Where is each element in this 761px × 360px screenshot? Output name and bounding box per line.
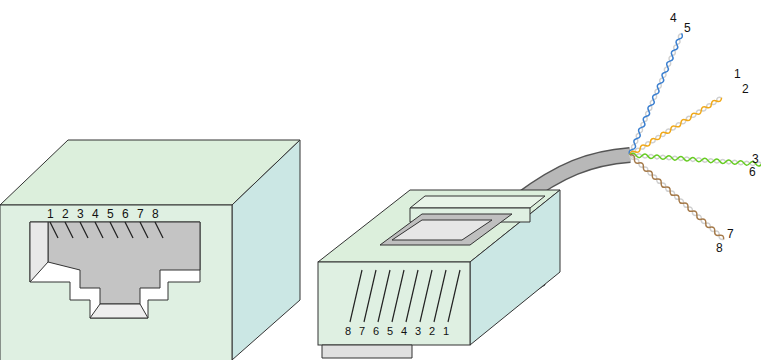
twisted-pairs: [628, 33, 761, 241]
plug-pin-number: 1: [443, 326, 449, 337]
plug-pin-number: 3: [415, 326, 421, 337]
wire-number: 4: [670, 12, 677, 24]
jack-pin-number: 8: [152, 208, 159, 220]
jack-pin-number: 5: [107, 208, 114, 220]
plug-pin-number: 2: [429, 326, 435, 337]
wire-number: 6: [749, 166, 756, 178]
rj45-plug: [318, 190, 560, 358]
jack-pin-number: 1: [47, 208, 54, 220]
wire-number: 2: [742, 83, 749, 95]
wire-number: 1: [734, 68, 741, 80]
jack-pin-number: 2: [62, 208, 69, 220]
wire-number: 3: [752, 153, 759, 165]
rj45-jack: [0, 140, 300, 360]
plug-pin-number: 4: [401, 326, 407, 337]
plug-pin-number: 5: [387, 326, 393, 337]
jack-pin-number: 7: [137, 208, 144, 220]
jack-pin-number: 3: [77, 208, 84, 220]
plug-pin-number: 8: [345, 326, 351, 337]
plug-pin-number: 7: [359, 326, 365, 337]
jack-pin-number: 6: [122, 208, 129, 220]
jack-pin-number: 4: [92, 208, 99, 220]
plug-pin-number: 6: [373, 326, 379, 337]
wire-number: 5: [684, 22, 691, 34]
wire-number: 7: [727, 228, 734, 240]
wire-number: 8: [716, 242, 723, 254]
